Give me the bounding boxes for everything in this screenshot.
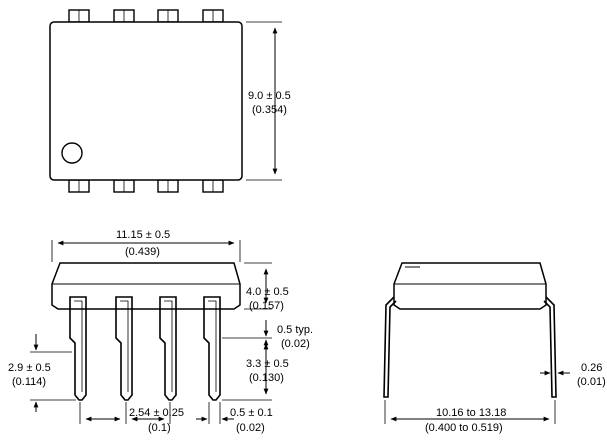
seat-height-dim-in: (0.130) bbox=[249, 372, 284, 384]
lead-length-dim: 2.9 ± 0.5 bbox=[8, 362, 51, 374]
lead-width-dim-in: (0.02) bbox=[236, 422, 265, 434]
side-width-dim: 11.15 ± 0.5 bbox=[116, 229, 170, 241]
top-view-body bbox=[49, 21, 243, 181]
side-width-dim-in: (0.439) bbox=[125, 246, 160, 258]
top-view-pins-lower bbox=[68, 179, 224, 193]
thickness-dim-in: (0.01) bbox=[577, 376, 606, 388]
side-view-leads bbox=[69, 296, 221, 401]
seat-height-dim: 3.3 ± 0.5 bbox=[246, 358, 289, 370]
side-view-body bbox=[51, 262, 241, 310]
end-view-body bbox=[393, 262, 547, 310]
standoff-dim-in: (0.02) bbox=[281, 338, 310, 350]
end-view: 0.26 (0.01) 10.16 to 13.18 (0.400 to 0.5… bbox=[383, 262, 606, 434]
top-view: 9.0 ± 0.5 (0.354) bbox=[49, 9, 291, 193]
pitch-dim: 2.54 ± 0.25 bbox=[129, 407, 184, 419]
pin1-marker bbox=[61, 142, 83, 164]
lead-width-dim: 0.5 ± 0.1 bbox=[230, 407, 273, 419]
row-spacing-dim-in: (0.400 to 0.519) bbox=[425, 422, 503, 434]
row-spacing-dim: 10.16 to 13.18 bbox=[436, 407, 506, 419]
standoff-dim: 0.5 typ. bbox=[277, 324, 313, 336]
side-body-height-dim-in: (0.157) bbox=[249, 300, 284, 312]
side-body-height-dim: 4.0 ± 0.5 bbox=[246, 286, 289, 298]
side-view: 11.15 ± 0.5 (0.439) 4.0 ± 0.5 (0.157) 0.… bbox=[8, 229, 313, 434]
pitch-dim-in: (0.1) bbox=[148, 422, 171, 434]
top-view-pins-upper bbox=[68, 9, 224, 23]
lead-length-dim-in: (0.114) bbox=[12, 376, 46, 388]
top-height-dim: 9.0 ± 0.5 bbox=[248, 90, 291, 102]
top-height-dim-in: (0.354) bbox=[252, 104, 287, 116]
thickness-dim: 0.26 bbox=[581, 362, 602, 374]
